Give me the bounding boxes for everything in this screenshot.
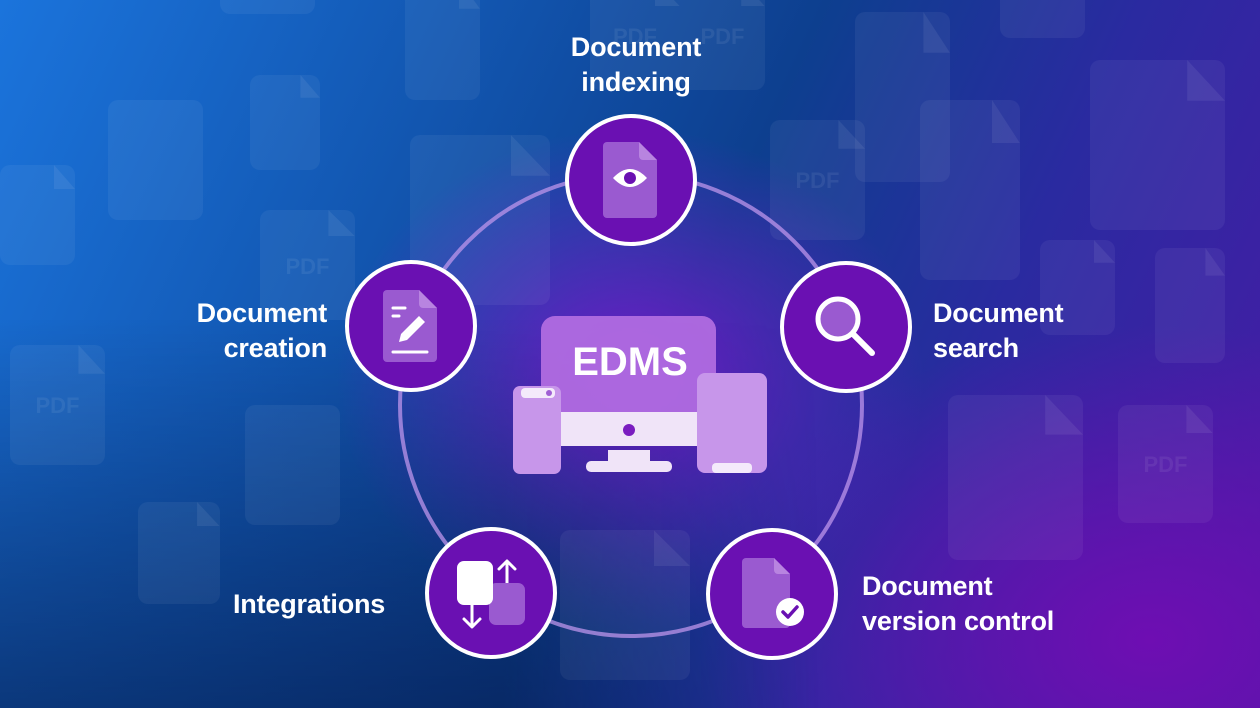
label-line: Document (196, 298, 328, 328)
text-file-icon (138, 502, 220, 604)
spreadsheet-file-icon (405, 0, 480, 100)
pdf-file-icon: PDF (590, 0, 680, 90)
feature-node-version-control[interactable] (706, 528, 838, 660)
document-check-icon (742, 558, 804, 628)
image-file-icon (948, 395, 1083, 560)
pdf-file-icon: PDF (770, 120, 865, 240)
feature-node-search[interactable] (780, 261, 912, 393)
feature-node-creation[interactable] (345, 260, 477, 392)
document-pen-icon (383, 290, 437, 362)
chart-file-icon (920, 100, 1020, 280)
pdf-file-icon: PDF (10, 345, 105, 465)
spreadsheet-file-icon (1000, 0, 1085, 38)
label-line: version control (862, 606, 1055, 636)
feature-node-integrations[interactable] (425, 527, 557, 659)
magnifier-icon (815, 296, 875, 356)
devices-icon (513, 316, 767, 474)
pdf-file-icon: PDF (260, 210, 355, 320)
label-line: creation (223, 333, 328, 363)
edms-devices-illustration: EDMS (480, 300, 780, 490)
spreadsheet-file-icon (1040, 240, 1115, 335)
label-line: Document (862, 571, 993, 601)
pdf-file-icon: PDF (1118, 405, 1213, 523)
integration-arrows-icon (457, 559, 525, 629)
feature-label-integrations: Integrations (233, 587, 385, 622)
text-file-icon (1090, 60, 1225, 230)
feature-label-version-control: Document version control (862, 569, 1054, 639)
file-tile-icon (1155, 248, 1225, 363)
edms-title: EDMS (572, 340, 688, 384)
music-file-icon (855, 12, 950, 182)
label-line: Integrations (233, 589, 386, 619)
file-tile-icon (108, 100, 203, 220)
document-eye-icon (603, 142, 657, 218)
feature-label-creation: Document creation (172, 296, 328, 366)
music-file-icon (245, 405, 340, 525)
label-line: search (933, 333, 1019, 363)
label-line: indexing (581, 67, 691, 97)
pdf-file-icon: PDF (680, 0, 765, 90)
feature-label-search: Document search (933, 296, 1064, 366)
feature-node-indexing[interactable] (565, 114, 697, 246)
text-file-icon (250, 75, 320, 170)
feature-label-indexing: Document indexing (560, 30, 712, 100)
label-line: Document (570, 32, 702, 62)
label-line: Document (933, 298, 1064, 328)
file-tile-icon (220, 0, 315, 14)
image-file-icon (0, 165, 75, 265)
